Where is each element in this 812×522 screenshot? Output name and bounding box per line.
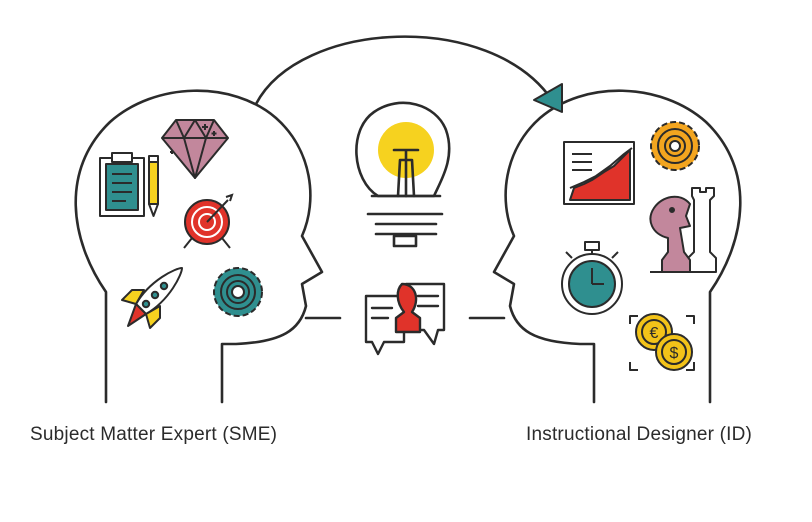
id-head-outline	[492, 89, 742, 404]
clipboard-icon	[99, 152, 145, 217]
sme-head-outline	[74, 89, 324, 404]
target-icon	[183, 193, 234, 249]
pencil-icon	[148, 155, 159, 217]
sme-label: Subject Matter Expert (SME)	[30, 424, 278, 445]
chess-pieces-icon	[649, 187, 717, 273]
diamond-icon	[161, 119, 229, 179]
lightbulb-icon	[355, 101, 451, 248]
svg-text:$: $	[670, 345, 679, 362]
coins-icon: € $	[629, 313, 695, 371]
svg-text:€: €	[650, 325, 659, 342]
connector-arc	[254, 35, 554, 106]
gear-icon	[213, 267, 263, 317]
growth-chart-icon	[563, 141, 635, 205]
id-label: Instructional Designer (ID)	[526, 424, 753, 445]
speech-bubbles-icon	[364, 282, 446, 356]
rocket-icon	[121, 267, 183, 329]
arrowhead-icon	[533, 83, 563, 113]
gear-icon	[650, 121, 700, 171]
stopwatch-icon	[561, 241, 623, 315]
